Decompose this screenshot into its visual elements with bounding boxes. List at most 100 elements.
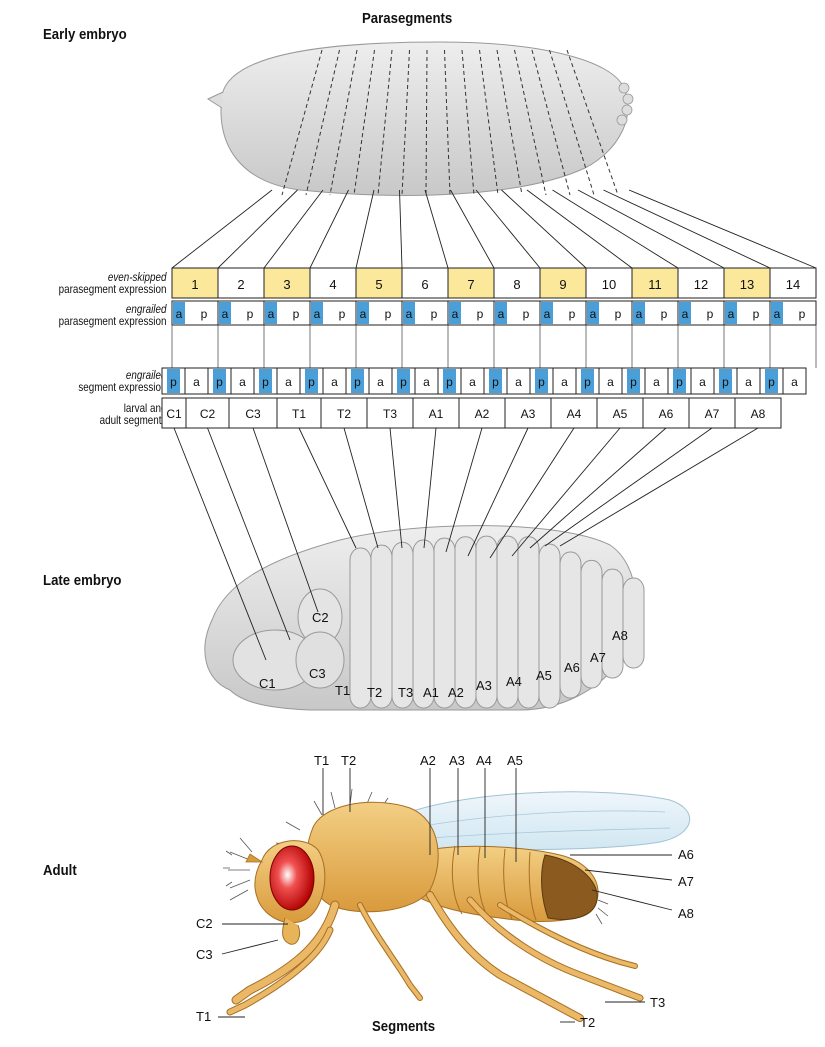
anterior-blue-mark xyxy=(587,302,599,324)
early-embryo-tip xyxy=(206,91,224,109)
embryo-stripe xyxy=(496,49,523,196)
parasegment-number: 10 xyxy=(602,277,616,292)
posterior-letter: p xyxy=(661,307,668,321)
parasegment-number: 2 xyxy=(237,277,244,292)
segment-label: A8 xyxy=(751,407,766,421)
anterior-letter: a xyxy=(728,307,735,321)
posterior-letter: p xyxy=(630,375,637,389)
posterior-blue-mark xyxy=(673,369,686,393)
anterior-blue-mark xyxy=(495,302,507,324)
even-skipped-label-italic: even-skipped xyxy=(107,270,166,284)
posterior-letter: p xyxy=(707,307,714,321)
late-embryo-segment-rib xyxy=(349,547,372,709)
embryo-stripe xyxy=(461,49,475,196)
posterior-letter: p xyxy=(615,307,622,321)
segment-label: C1 xyxy=(166,407,182,421)
segment-connector xyxy=(529,427,667,549)
late-embryo-label: A7 xyxy=(590,650,606,665)
larval-label-2: adult segments xyxy=(99,413,166,427)
parasegment-cell xyxy=(263,267,311,299)
segment-connector xyxy=(511,427,621,557)
posterior-letter: p xyxy=(538,375,545,389)
early-embryo-body xyxy=(220,41,629,196)
adult-label-a3: A3 xyxy=(449,753,465,768)
embryo-stripe xyxy=(377,49,393,196)
anterior-letter: a xyxy=(469,375,476,389)
segment-connector xyxy=(423,427,437,549)
larval-label-1: larval and xyxy=(123,401,166,415)
parasegment-cell xyxy=(723,267,771,299)
adult-label-a4: A4 xyxy=(476,753,492,768)
posterior-letter: p xyxy=(385,307,392,321)
posterior-blue-mark xyxy=(259,369,272,393)
embryo-stripe xyxy=(353,49,375,196)
late-embryo-label: A4 xyxy=(506,674,522,689)
posterior-letter: p xyxy=(799,307,806,321)
segment-connector xyxy=(343,427,379,549)
posterior-letter: p xyxy=(262,375,269,389)
anterior-blue-mark xyxy=(633,302,645,324)
posterior-blue-mark xyxy=(213,369,226,393)
adult-label-a6: A6 xyxy=(678,847,694,862)
adult-label-a7: A7 xyxy=(678,874,694,889)
fly-wing-veins xyxy=(399,810,671,841)
engrailed-ps-label-rest: parasegment expression xyxy=(58,314,166,328)
late-embryo-label: C2 xyxy=(312,610,329,625)
engrailed-seg-label-italic: engrailed xyxy=(125,368,166,382)
segment-label: T1 xyxy=(292,407,306,421)
embryo-stripe xyxy=(425,49,428,196)
late-embryo-label: C1 xyxy=(259,676,276,691)
even-skipped-row-label: even-skipped parasegment expression xyxy=(58,271,166,295)
late-embryo-segments xyxy=(349,535,645,709)
segment-connector xyxy=(207,427,291,641)
parasegment-cell xyxy=(631,267,679,299)
parasegment-connector xyxy=(424,189,449,269)
parasegment-connector xyxy=(603,189,771,269)
posterior-letter: p xyxy=(431,307,438,321)
parasegment-number: 4 xyxy=(329,277,336,292)
parasegment-cell xyxy=(769,267,817,299)
embryo-stripe xyxy=(514,49,547,196)
adult-fly xyxy=(223,788,691,1022)
embryo-stripe xyxy=(305,49,340,196)
parasegment-connector xyxy=(217,189,298,269)
anterior-letter: a xyxy=(653,375,660,389)
anterior-letter: a xyxy=(193,375,200,389)
parasegment-connector xyxy=(577,189,725,269)
adult-label-t2-leg: T2 xyxy=(580,1015,595,1030)
late-embryo-label: T3 xyxy=(398,685,413,700)
parasegment-connector xyxy=(475,189,541,269)
adult-label-a2: A2 xyxy=(420,753,436,768)
posterior-letter: p xyxy=(446,375,453,389)
anterior-letter: a xyxy=(222,307,229,321)
anterior-letter: a xyxy=(314,307,321,321)
segment-connector xyxy=(298,427,357,549)
parasegment-connector xyxy=(263,189,324,269)
late-embryo-label: Late embryo xyxy=(43,572,122,589)
late-embryo-segment-rib xyxy=(433,537,456,709)
parasegments-title: Parasegments xyxy=(362,10,453,27)
embryo-stripe xyxy=(444,49,451,196)
late-embryo-label: A6 xyxy=(564,660,580,675)
anterior-blue-mark xyxy=(219,302,231,324)
posterior-letter: p xyxy=(400,375,407,389)
anterior-letter: a xyxy=(590,307,597,321)
segment-connector xyxy=(544,427,713,547)
parasegment-number: 3 xyxy=(283,277,290,292)
parasegment-connector xyxy=(171,189,273,269)
embryo-stripe xyxy=(566,49,619,196)
segment-connector xyxy=(467,427,529,557)
parasegment-number: 6 xyxy=(421,277,428,292)
posterior-letter: p xyxy=(523,307,530,321)
posterior-blue-mark xyxy=(443,369,456,393)
posterior-letter: p xyxy=(753,307,760,321)
parasegment-cell xyxy=(309,267,357,299)
adult-labels: T1 T2 A2 A3 A4 A5 A6 A7 A8 C2 C3 T1 T3 T… xyxy=(196,753,694,1030)
segment-cell xyxy=(412,397,460,429)
anterior-letter: a xyxy=(331,375,338,389)
adult-label-t2-top: T2 xyxy=(341,753,356,768)
posterior-blue-mark xyxy=(397,369,410,393)
anterior-letter: a xyxy=(745,375,752,389)
